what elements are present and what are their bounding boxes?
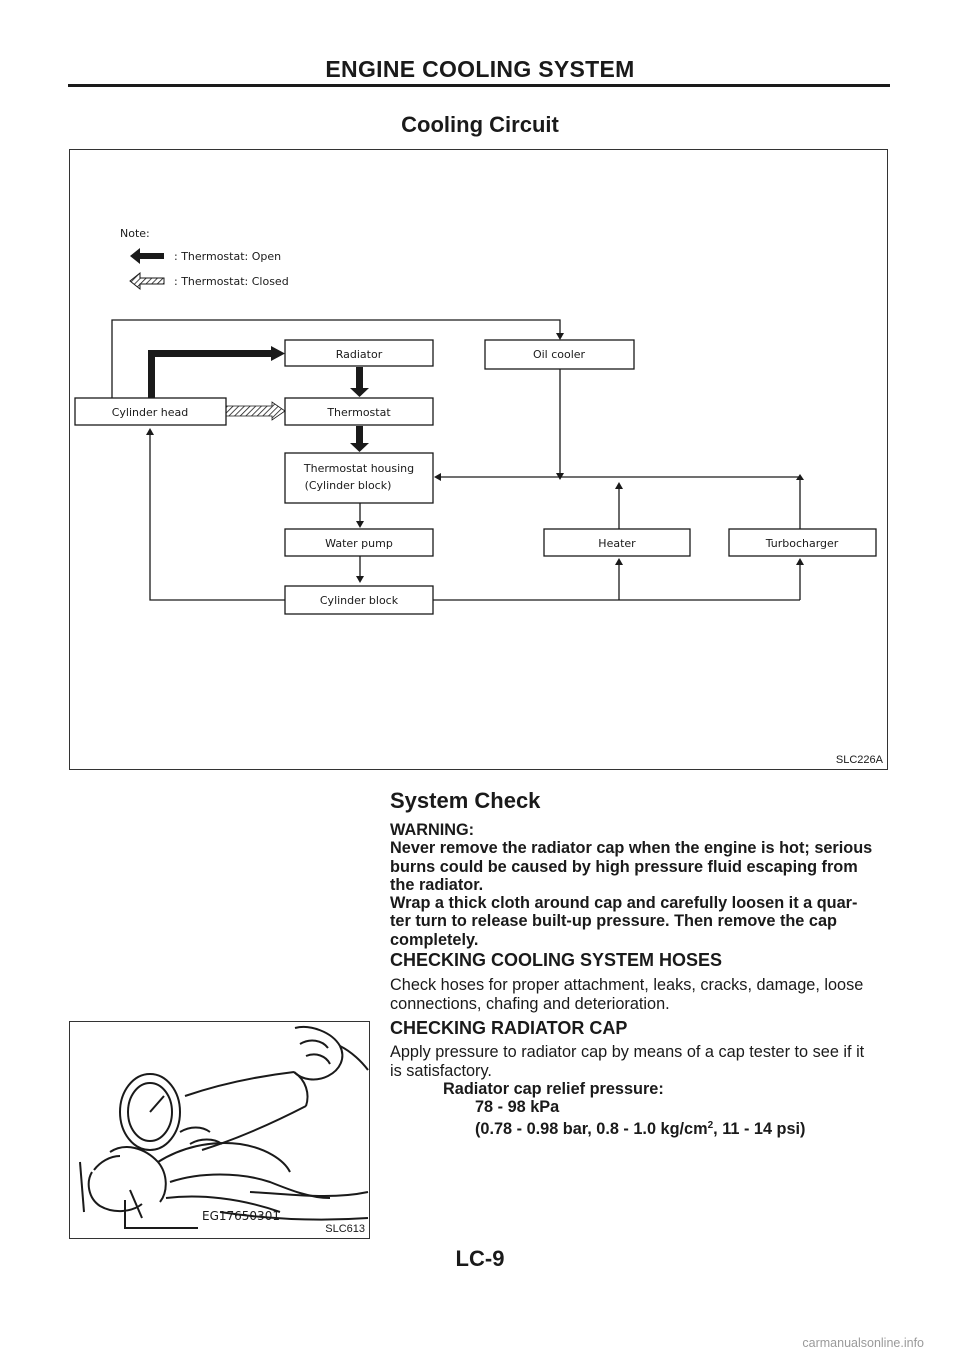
cylinder-block-label: Cylinder block bbox=[320, 594, 399, 607]
warning-line: burns could be caused by high pressure f… bbox=[390, 857, 858, 876]
spec-alt-a: (0.78 - 0.98 bar, 0.8 - 1.0 kg/cm bbox=[475, 1120, 708, 1138]
cap-line: Apply pressure to radiator cap by means … bbox=[390, 1043, 865, 1061]
spec-alt-sup: 2 bbox=[707, 1120, 714, 1131]
spec-alt-b: , 11 - 14 psi) bbox=[713, 1120, 806, 1138]
cooling-circuit-figure: Note: : Thermostat: Open : Thermostat: C… bbox=[69, 149, 888, 770]
warning-line: Wrap a thick cloth around cap and carefu… bbox=[390, 894, 858, 913]
heater-box bbox=[543, 528, 691, 557]
spec-alt-units: (0.78 - 0.98 bar, 0.8 - 1.0 kg/cm2, 11 -… bbox=[475, 1117, 805, 1139]
thermostat-housing-label: Thermostat housing bbox=[303, 462, 414, 475]
radiator-cap-heading: CHECKING RADIATOR CAP bbox=[390, 1018, 628, 1038]
thermostat-box bbox=[284, 397, 434, 426]
legend-closed-text: : Thermostat: Closed bbox=[174, 275, 289, 288]
page-header-title: ENGINE COOLING SYSTEM bbox=[325, 56, 635, 82]
system-check-title: System Check bbox=[390, 788, 541, 813]
hoses-paragraph: Check hoses for proper attachment, leaks… bbox=[390, 976, 890, 1013]
figure-id: SLC226A bbox=[835, 754, 883, 766]
note-label: Note: bbox=[120, 227, 150, 240]
tool-number-label: EG17650301 bbox=[202, 1209, 280, 1223]
cylinder-block-box bbox=[284, 585, 434, 615]
closed-arrow-icon bbox=[129, 271, 165, 291]
cap-line: is satisfactory. bbox=[390, 1061, 492, 1080]
cylinder-head-label: Cylinder head bbox=[112, 406, 189, 419]
radiator-box bbox=[284, 339, 434, 367]
cylinder-head-box bbox=[74, 397, 227, 426]
oil-cooler-box bbox=[484, 339, 635, 370]
page-number: LC-9 bbox=[455, 1246, 505, 1271]
water-pump-label: Water pump bbox=[325, 537, 393, 550]
thermostat-housing-sub-label: (Cylinder block) bbox=[305, 479, 392, 492]
legend-open-text: : Thermostat: Open bbox=[174, 250, 281, 263]
turbocharger-box bbox=[728, 528, 877, 557]
warning-line: WARNING: bbox=[390, 821, 475, 839]
flow-arrowheads bbox=[146, 333, 804, 583]
thermostat-housing-box bbox=[284, 452, 434, 504]
water-pump-box bbox=[284, 528, 434, 557]
heater-label: Heater bbox=[598, 537, 636, 550]
flow-lines bbox=[111, 319, 801, 601]
cooling-circuit-diagram: Note: : Thermostat: Open : Thermostat: C… bbox=[74, 227, 877, 615]
turbocharger-label: Turbocharger bbox=[765, 537, 839, 550]
closed-flow-path bbox=[225, 401, 286, 421]
spec-value: 78 - 98 kPa bbox=[475, 1098, 560, 1116]
warning-line: Never remove the radiator cap when the e… bbox=[390, 839, 873, 858]
radiator-label: Radiator bbox=[336, 348, 383, 361]
warning-block: WARNING: Never remove the radiator cap w… bbox=[390, 821, 890, 949]
spec-label: Radiator cap relief pressure: bbox=[443, 1080, 664, 1098]
hoses-line: connections, chafing and deterioration. bbox=[390, 994, 670, 1013]
hoses-line: Check hoses for proper attachment, leaks… bbox=[390, 976, 864, 994]
warning-line: the radiator. bbox=[390, 875, 484, 894]
section-title: Cooling Circuit bbox=[401, 112, 559, 137]
radiator-cap-tester-photo: EG17650301 SLC613 bbox=[69, 1021, 370, 1239]
radiator-cap-paragraph: Apply pressure to radiator cap by means … bbox=[390, 1043, 890, 1080]
oil-cooler-label: Oil cooler bbox=[533, 348, 586, 361]
hoses-heading: CHECKING COOLING SYSTEM HOSES bbox=[390, 950, 723, 970]
header-rule bbox=[68, 84, 890, 87]
watermark[interactable]: carmanualsonline.info bbox=[802, 1336, 924, 1350]
warning-line: ter turn to release built-up pressure. T… bbox=[390, 912, 837, 931]
photo-figure-id: SLC613 bbox=[325, 1223, 365, 1235]
open-flow-path bbox=[148, 346, 369, 452]
thermostat-label: Thermostat bbox=[326, 406, 391, 419]
warning-line: completely. bbox=[390, 930, 479, 949]
cap-tester-illustration bbox=[79, 1026, 369, 1229]
open-arrow-icon bbox=[130, 248, 164, 264]
